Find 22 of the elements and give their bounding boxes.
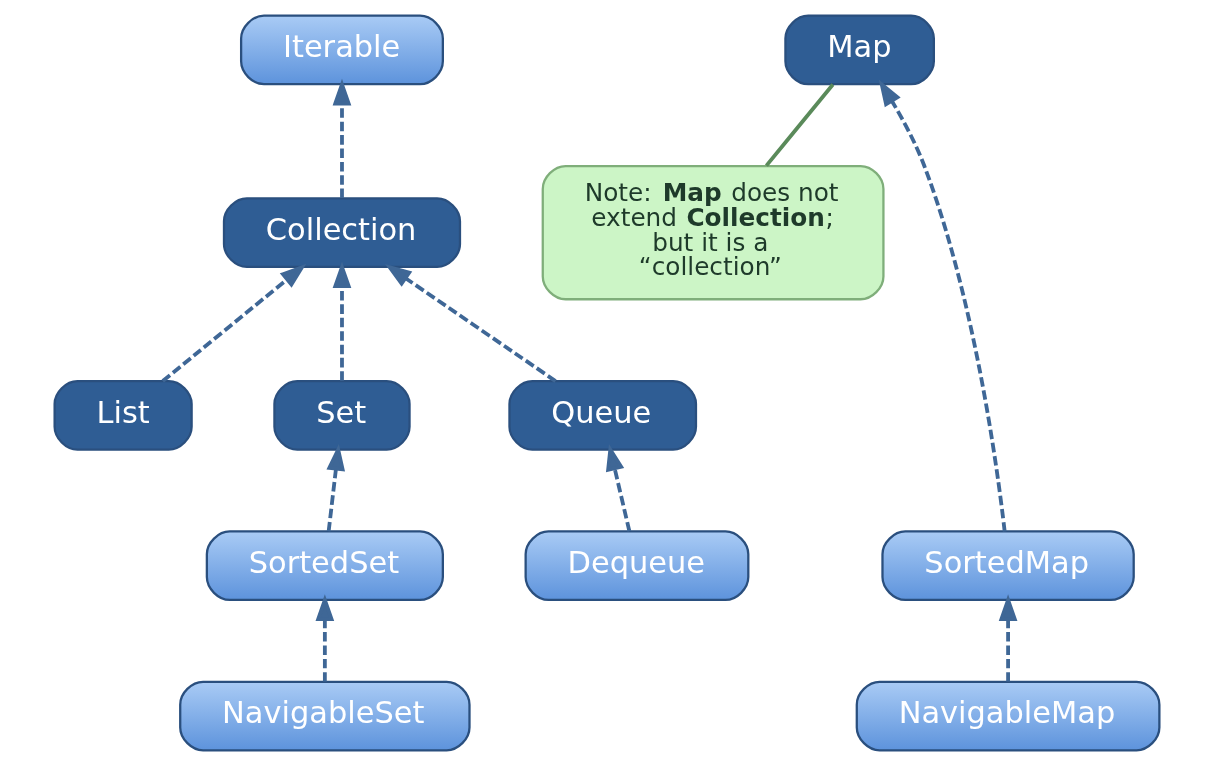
arrow <box>332 261 351 381</box>
node-box: Note: Map does not extend Collection; but it is a “collection” <box>541 164 885 301</box>
arrow <box>998 594 1017 682</box>
node-box: NavigableMap <box>855 680 1161 752</box>
node-box: SortedSet <box>205 530 444 602</box>
node-box: Collection <box>222 197 461 269</box>
arrow <box>384 264 557 383</box>
node-box: Iterable <box>239 14 444 86</box>
arrow <box>326 443 345 532</box>
connector <box>764 83 834 167</box>
arrow <box>332 78 351 198</box>
node-box: List <box>52 379 193 451</box>
arrow <box>605 444 631 532</box>
node-box: Map <box>783 14 935 86</box>
node-box: Dequeue <box>524 530 749 602</box>
arrow <box>315 594 334 682</box>
node-box: NavigableSet <box>178 680 471 752</box>
node-box: Set <box>272 379 411 451</box>
arrow <box>161 263 306 383</box>
node-box: SortedMap <box>880 530 1135 602</box>
node-box: Queue <box>507 379 697 451</box>
arrow <box>878 79 1007 532</box>
